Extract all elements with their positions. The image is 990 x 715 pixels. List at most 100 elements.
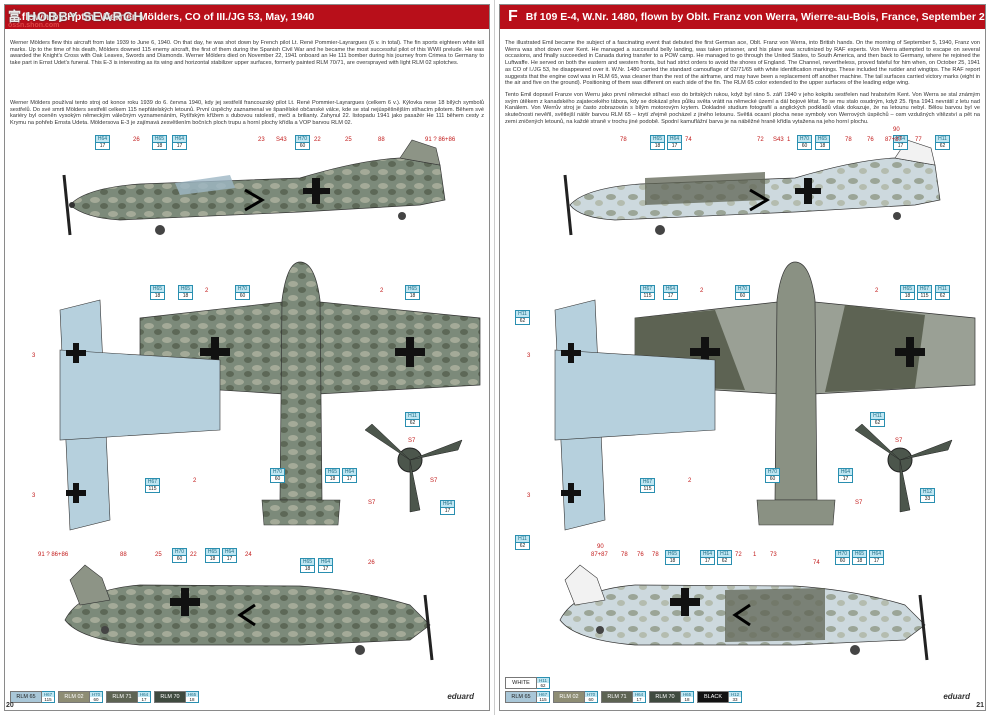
underside-view bbox=[554, 299, 716, 531]
part-number: S43 bbox=[276, 137, 287, 143]
part-number: 2 bbox=[875, 288, 879, 294]
part-number: 76 bbox=[637, 552, 644, 558]
profile-title-left: ...flown by Hptm. Werner Mölders, CO of … bbox=[5, 5, 489, 29]
part-number: 74 bbox=[813, 560, 820, 566]
part-number: 90 bbox=[597, 544, 604, 550]
profile-title-right: F Bf 109 E-4, W.Nr. 1480, flown by Oblt. … bbox=[500, 5, 985, 29]
part-number: S7 bbox=[368, 500, 376, 506]
aircraft-profiles-right bbox=[554, 139, 976, 661]
part-number: 88 bbox=[378, 137, 385, 143]
left-page: ...flown by Hptm. Werner Mölders, CO of … bbox=[4, 0, 495, 715]
part-number: 87+87 bbox=[885, 137, 902, 143]
part-number: 77 bbox=[915, 137, 922, 143]
page-frame bbox=[499, 4, 986, 711]
part-number: 3 bbox=[32, 493, 36, 499]
part-number: 90 bbox=[893, 127, 900, 133]
description-czech: Werner Mölders používal tento stroj od k… bbox=[10, 100, 484, 127]
propeller-view bbox=[854, 423, 953, 513]
part-number: 1 bbox=[787, 137, 791, 143]
part-number: S7 bbox=[855, 500, 863, 506]
part-number: 78 bbox=[620, 137, 627, 143]
part-number: 23 bbox=[258, 137, 265, 143]
page-number: 21 bbox=[976, 702, 984, 709]
part-number: 74 bbox=[685, 137, 692, 143]
title-text: ...flown by Hptm. Werner Mölders, CO of … bbox=[13, 11, 315, 23]
part-number: 78 bbox=[652, 552, 659, 558]
part-number: 87+87 bbox=[591, 552, 608, 558]
part-number: 73 bbox=[770, 552, 777, 558]
part-number: 26 bbox=[133, 137, 140, 143]
part-number: 25 bbox=[345, 137, 352, 143]
part-number: 76 bbox=[867, 137, 874, 143]
part-number: 3 bbox=[527, 493, 531, 499]
wing-planform-top bbox=[139, 261, 481, 526]
watermark-url: ossn.shon.com bbox=[8, 22, 60, 29]
part-number: 22 bbox=[190, 552, 197, 558]
part-number: S7 bbox=[895, 438, 903, 444]
side-profile-top bbox=[62, 139, 446, 236]
profile-letter: F bbox=[508, 8, 518, 25]
part-number: 72 bbox=[757, 137, 764, 143]
part-number: 91 ? 86+86 bbox=[425, 137, 456, 143]
part-number: 78 bbox=[621, 552, 628, 558]
part-number: 3 bbox=[32, 353, 36, 359]
side-profile-bottom bbox=[559, 564, 929, 661]
underside-view bbox=[59, 299, 221, 531]
part-number: S7 bbox=[430, 478, 438, 484]
part-number: 24 bbox=[245, 552, 252, 558]
part-number: 1 bbox=[753, 552, 757, 558]
part-number: 88 bbox=[120, 552, 127, 558]
title-text: Bf 109 E-4, W.Nr. 1480, flown by Oblt. F… bbox=[525, 11, 985, 23]
part-number: 91 ? 86+86 bbox=[38, 552, 69, 558]
watermark-logo: 富 HOBBY SEARCH bbox=[8, 9, 144, 24]
part-number: S43 bbox=[773, 137, 784, 143]
brand-logo: eduard bbox=[447, 692, 474, 701]
part-number: 26 bbox=[368, 560, 375, 566]
aircraft-profiles-left bbox=[59, 139, 481, 661]
part-number: 72 bbox=[735, 552, 742, 558]
part-number: 2 bbox=[688, 478, 692, 484]
part-number: 2 bbox=[205, 288, 209, 294]
side-profile-top bbox=[563, 139, 941, 236]
